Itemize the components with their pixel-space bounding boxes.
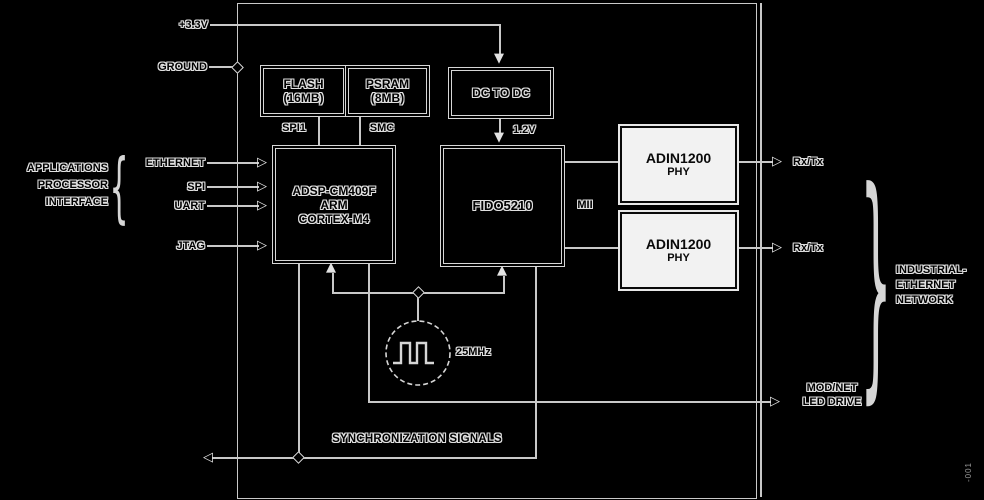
spi1-bus-label: SPI1 (282, 122, 306, 134)
signal-spi-label: SPI (187, 181, 205, 193)
arrow-up-icon: ▲ (326, 260, 336, 275)
phy1-name-label: ADIN1200 (645, 150, 712, 166)
dcdc-label: DC TO DC (472, 86, 530, 100)
phy2-name-label: ADIN1200 (645, 236, 712, 252)
psram-size-label: (8MB) (370, 91, 405, 105)
right-brace: } (860, 140, 892, 426)
phy2-type-label: PHY (667, 252, 690, 264)
fido-block: FIDO5210 (440, 145, 565, 267)
arrow-up-icon: ▲ (497, 263, 507, 278)
psram-block: PSRAM (8MB) (345, 65, 430, 117)
app-if-line3: INTERFACE (45, 196, 108, 208)
arrow-right-icon: ▷ (257, 179, 267, 194)
clock-freq-label: 25MHz (456, 346, 491, 358)
adin-phy1-block: ADIN1200 PHY (620, 126, 737, 203)
signal-uart-label: UART (174, 200, 205, 212)
modnet-led-label: MOD/NET LED DRIVE (788, 381, 876, 409)
network-line2: ETHERNET (896, 279, 956, 291)
adsp-block: ADSP-CM409F ARM CORTEX-M4 (272, 145, 396, 264)
wire (503, 276, 505, 294)
wire (207, 186, 259, 188)
ground-label: GROUND (158, 61, 207, 73)
wire (368, 262, 370, 403)
arrow-right-icon: ▷ (257, 155, 267, 170)
left-brace: { (109, 143, 129, 233)
modnet-line1: MOD/NET (806, 382, 858, 394)
wire (359, 115, 361, 146)
arrow-down-icon: ▼ (494, 130, 504, 145)
network-line1: INDUSTRIAL- (896, 264, 967, 276)
wire (368, 401, 771, 403)
wire (417, 292, 419, 321)
wire (209, 66, 236, 68)
flash-size-label: (16MB) (283, 91, 324, 105)
wire (563, 247, 620, 249)
wire (563, 161, 620, 163)
boundary-inner-line (760, 3, 762, 497)
wire (318, 115, 320, 146)
wire (298, 262, 300, 459)
phy1-type-label: PHY (667, 166, 690, 178)
arrow-down-icon: ▼ (494, 51, 504, 66)
wire (332, 273, 334, 294)
outer-boundary-box (237, 3, 757, 499)
wire (212, 457, 537, 459)
arrow-right-icon: ▷ (257, 238, 267, 253)
mii-bus-label: MII (577, 199, 593, 211)
wire (207, 162, 259, 164)
industrial-network-label: INDUSTRIAL- ETHERNET NETWORK (896, 263, 966, 308)
dcdc-block: DC TO DC (448, 67, 554, 119)
rxtx-label-2: Rx/Tx (793, 242, 823, 254)
fido-label: FIDO5210 (472, 198, 533, 213)
wire (733, 247, 773, 249)
wire (210, 24, 500, 26)
arrow-right-icon: ▷ (772, 154, 782, 169)
wire (499, 24, 501, 54)
wire (733, 161, 773, 163)
app-if-line2: PROCESSOR (37, 179, 108, 191)
network-line3: NETWORK (896, 294, 953, 306)
smc-bus-label: SMC (369, 122, 395, 134)
power-1v2-label: 1.2V (513, 124, 536, 136)
adsp-arm-label: ARM (320, 197, 348, 212)
adin-phy2-block: ADIN1200 PHY (620, 212, 737, 289)
app-if-line1: APPLICATIONS (26, 162, 108, 174)
modnet-line2: LED DRIVE (802, 396, 862, 408)
arrow-right-icon: ▷ (772, 240, 782, 255)
rxtx-label-1: Rx/Tx (793, 156, 823, 168)
arrow-right-icon: ▷ (257, 198, 267, 213)
wire (499, 117, 501, 134)
wire (535, 265, 537, 459)
adsp-name-label: ADSP-CM409F (292, 183, 376, 198)
oscillator-icon (385, 320, 451, 386)
app-interface-label: APPLICATIONS PROCESSOR INTERFACE (5, 160, 108, 211)
wire (207, 205, 259, 207)
sync-signals-label: SYNCHRONIZATION SIGNALS (332, 433, 502, 445)
arrow-right-icon: ▷ (770, 394, 780, 409)
psram-label: PSRAM (365, 77, 410, 91)
flash-block: FLASH (16MB) (260, 65, 347, 117)
arrow-left-icon: ◁ (203, 450, 213, 465)
signal-jtag-label: JTAG (176, 240, 205, 252)
signal-ethernet-label: ETHERNET (145, 157, 205, 169)
wire (207, 245, 259, 247)
adsp-core-label: CORTEX-M4 (298, 211, 370, 226)
flash-label: FLASH (283, 77, 324, 91)
power-3v3-label: +3.3V (178, 19, 208, 31)
figure-code: -001 (964, 462, 973, 483)
